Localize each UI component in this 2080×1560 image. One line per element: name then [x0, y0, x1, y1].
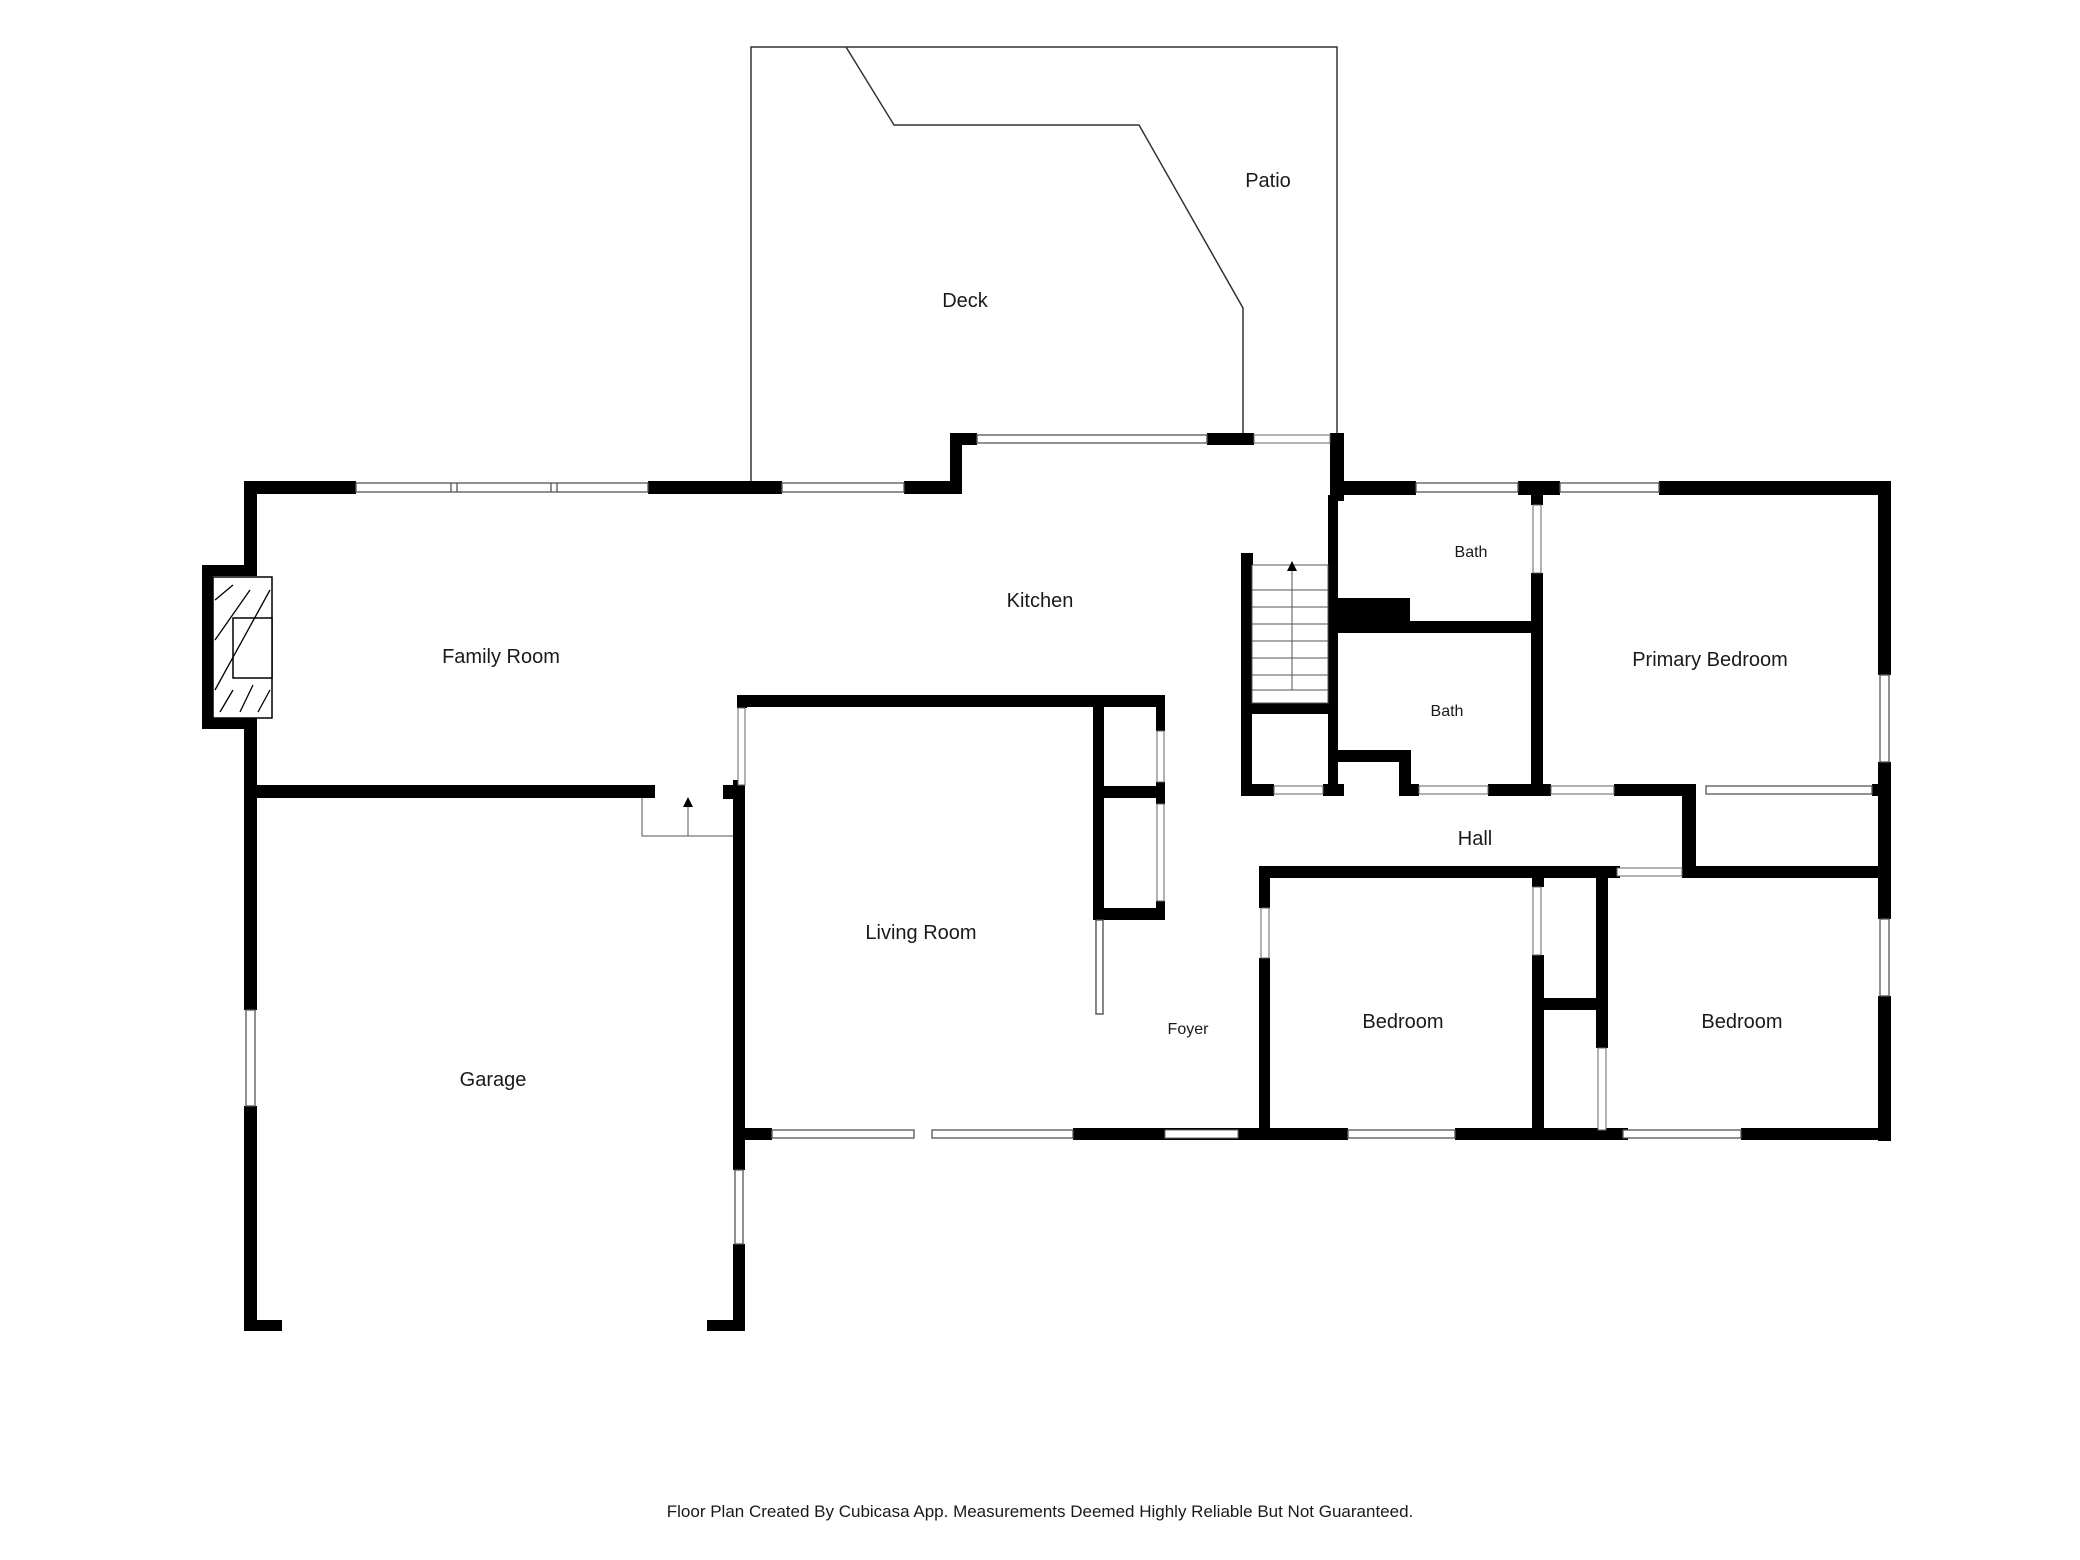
stairs-up-arrow-icon	[1287, 561, 1297, 571]
room-label-hall: Hall	[1458, 828, 1492, 850]
closet-partition	[1095, 919, 1104, 1015]
garage-step-arrow-icon	[683, 797, 693, 807]
room-label-primary-bedroom: Primary Bedroom	[1632, 649, 1788, 671]
room-label-garage: Garage	[460, 1069, 527, 1091]
room-label-bath-lower: Bath	[1431, 703, 1464, 720]
room-label-bath-upper: Bath	[1455, 544, 1488, 561]
room-label-bedroom-right: Bedroom	[1701, 1011, 1782, 1033]
fireplace	[212, 576, 273, 719]
room-label-deck: Deck	[942, 290, 989, 312]
room-label-kitchen: Kitchen	[1007, 590, 1074, 612]
garage-step	[641, 798, 733, 837]
room-label-bedroom-middle: Bedroom	[1362, 1011, 1443, 1033]
room-label-family-room: Family Room	[442, 646, 560, 668]
room-label-foyer: Foyer	[1168, 1021, 1210, 1038]
room-label-patio: Patio	[1245, 170, 1291, 192]
walls	[202, 433, 1891, 1331]
footer-disclaimer: Floor Plan Created By Cubicasa App. Meas…	[666, 1502, 1414, 1521]
deck-patio-outline	[750, 46, 1338, 487]
stairs	[1251, 564, 1329, 704]
windows	[245, 434, 1890, 1245]
room-label-living-room: Living Room	[865, 922, 976, 944]
